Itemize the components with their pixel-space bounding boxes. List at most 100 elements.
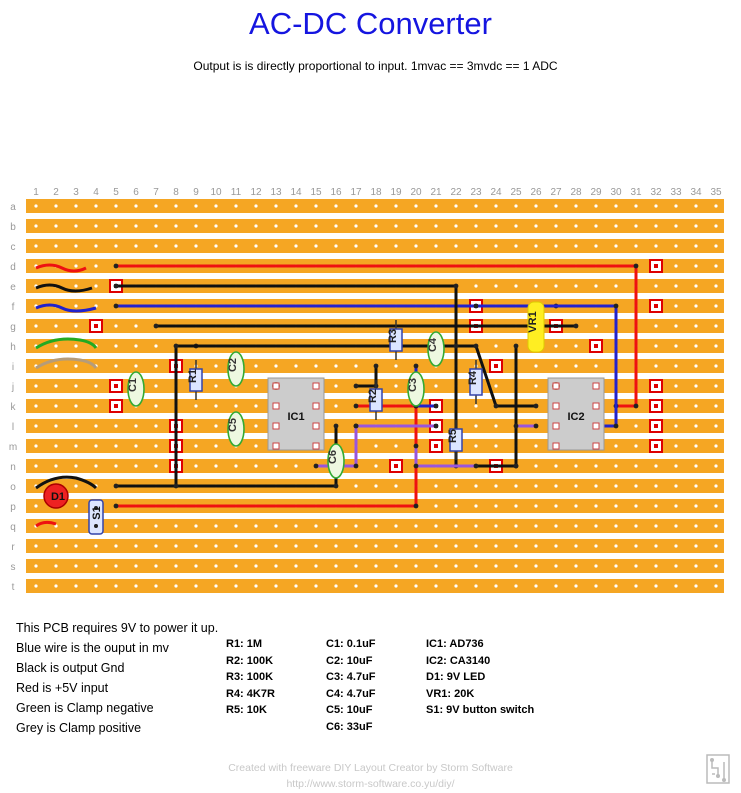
hole [254, 384, 258, 388]
hole [234, 404, 238, 408]
wire-end-dot [633, 263, 639, 269]
hole [94, 424, 98, 428]
hole [394, 584, 398, 588]
hole [74, 304, 78, 308]
strip-cut-dot [594, 344, 598, 348]
hole [334, 364, 338, 368]
hole [434, 524, 438, 528]
ic-pin [312, 402, 320, 410]
wire-end-dot [453, 283, 459, 289]
strip-cut-dot [494, 364, 498, 368]
hole [274, 524, 278, 528]
hole [194, 544, 198, 548]
wire-end-dot [113, 483, 119, 489]
hole [114, 224, 118, 228]
hole [374, 564, 378, 568]
hole [74, 204, 78, 208]
ic-pin [272, 442, 280, 450]
diy-logo-icon [706, 754, 730, 784]
row-label: b [10, 222, 16, 233]
row-label: e [10, 282, 16, 293]
hole [694, 444, 698, 448]
hole [294, 204, 298, 208]
hole [74, 404, 78, 408]
green-lead [35, 337, 98, 350]
ic-pin [552, 442, 560, 450]
column-label: 19 [390, 187, 402, 198]
hole [34, 204, 38, 208]
hole [414, 224, 418, 228]
hole [314, 544, 318, 548]
wire-end-dot [353, 403, 359, 409]
hole [154, 204, 158, 208]
hole [54, 324, 58, 328]
hole [194, 424, 198, 428]
hole [274, 204, 278, 208]
resistor-r2 [369, 388, 383, 412]
hole [634, 244, 638, 248]
hole [74, 264, 78, 268]
hole [634, 524, 638, 528]
hole [134, 444, 138, 448]
hole [74, 504, 78, 508]
hole [434, 504, 438, 508]
resistor-r5 [449, 428, 463, 452]
hole [214, 224, 218, 228]
hole [34, 384, 38, 388]
wire-end-dot [473, 303, 479, 309]
ic-pin [272, 402, 280, 410]
wire-end-dot [113, 503, 119, 509]
trimmer-vr1-label: VR1 [527, 311, 539, 332]
row-label: r [11, 542, 15, 553]
hole [114, 584, 118, 588]
hole [714, 324, 718, 328]
hole [434, 564, 438, 568]
switch-s1-label: S1 [91, 506, 103, 519]
page-subtitle: Output is is directly proportional to in… [193, 59, 558, 73]
hole [514, 224, 518, 228]
wire-end-dot [433, 403, 439, 409]
hole [514, 244, 518, 248]
hole [494, 344, 498, 348]
hole [34, 424, 38, 428]
column-label: 26 [530, 187, 542, 198]
hole [254, 204, 258, 208]
hole [614, 224, 618, 228]
hole [434, 544, 438, 548]
hole [174, 584, 178, 588]
hole [474, 424, 478, 428]
capacitor-c1-label: C1 [127, 378, 139, 392]
red-wire [116, 264, 638, 408]
hole [34, 464, 38, 468]
hole [714, 464, 718, 468]
hole [174, 544, 178, 548]
hole [74, 384, 78, 388]
hole [554, 544, 558, 548]
hole [314, 564, 318, 568]
hole [534, 384, 538, 388]
ic-pin [272, 382, 280, 390]
hole [574, 284, 578, 288]
hole [674, 524, 678, 528]
column-label: 24 [490, 187, 502, 198]
hole [474, 584, 478, 588]
capacitor-c4-label: C4 [427, 337, 439, 352]
wire-end-dot [413, 503, 419, 509]
hole [674, 544, 678, 548]
hole [94, 224, 98, 228]
hole [654, 364, 658, 368]
hole [254, 524, 258, 528]
hole [474, 564, 478, 568]
wire-end-dot [473, 343, 479, 349]
hole [694, 384, 698, 388]
hole [494, 384, 498, 388]
hole [274, 364, 278, 368]
hole [514, 284, 518, 288]
wire-end-dot [573, 323, 579, 329]
hole [434, 584, 438, 588]
hole [374, 484, 378, 488]
hole [474, 504, 478, 508]
hole [574, 364, 578, 368]
hole [474, 244, 478, 248]
hole [214, 544, 218, 548]
